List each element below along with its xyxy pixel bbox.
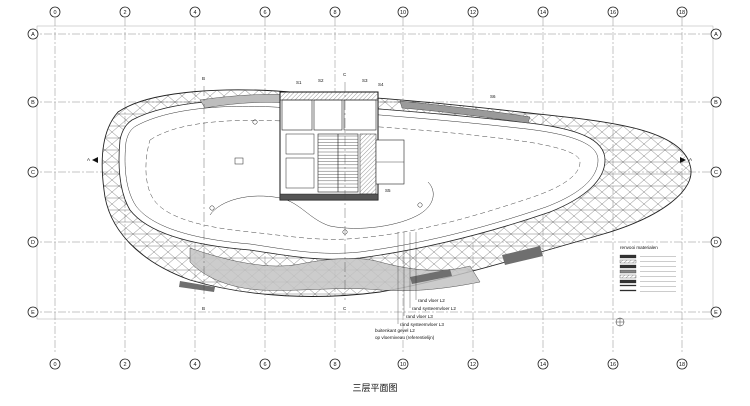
grid-column-label: 8 — [333, 10, 336, 16]
note-buitenkant-gevel: buitenkant gevel L2 — [375, 328, 415, 333]
note-rand-systeemvloer-l2: rand systeemvloer L2 — [412, 306, 456, 311]
grid-column-bubble: 18 — [676, 6, 688, 18]
grid-column-bubble: 16 — [607, 358, 619, 370]
grid-row-label: B — [714, 100, 718, 106]
grid-row-label: C — [714, 170, 718, 176]
grid-column-label: 4 — [193, 362, 196, 368]
grid-row-bubble: D — [27, 236, 39, 248]
grid-column-bubble: 2 — [119, 358, 131, 370]
svg-text:A: A — [87, 157, 90, 162]
grid-row-bubble: C — [710, 166, 722, 178]
grid-column-label: 18 — [679, 10, 685, 16]
grid-column-bubble: 0 — [49, 6, 61, 18]
grid-column-label: 0 — [53, 10, 56, 16]
grid-column-label: 10 — [400, 10, 406, 16]
grid-row-label: D — [714, 240, 718, 246]
grid-column-bubble: 4 — [189, 358, 201, 370]
grid-column-label: 12 — [470, 362, 476, 368]
stair-label: S2 — [318, 78, 324, 83]
grid-column-label: 14 — [540, 10, 546, 16]
grid-column-label: 10 — [400, 362, 406, 368]
grid-column-label: 6 — [263, 362, 266, 368]
legend-swatch — [619, 269, 637, 274]
grid-row-bubble: E — [27, 306, 39, 318]
grid-row-label: E — [31, 310, 35, 316]
grid-row-bubble: E — [710, 306, 722, 318]
section-marker-a: A A — [87, 157, 692, 163]
stair-label: S3 — [362, 78, 368, 83]
grid-column-bubble: 0 — [49, 358, 61, 370]
svg-text:B: B — [202, 76, 205, 81]
grid-row-label: C — [31, 170, 35, 176]
legend-swatch — [619, 254, 637, 259]
legend-swatch — [619, 279, 637, 284]
grid-column-bubble: 2 — [119, 6, 131, 18]
stair-label: S6 — [490, 94, 496, 99]
grid-column-label: 18 — [679, 362, 685, 368]
grid-row-bubble: D — [710, 236, 722, 248]
grid-column-bubble: 6 — [259, 358, 271, 370]
grid-column-bubble: 14 — [537, 358, 549, 370]
core-stair-block — [279, 91, 405, 201]
grid-row-bubble: A — [27, 28, 39, 40]
legend-swatch — [619, 284, 637, 287]
leader-notes: rand vloer L2 rand systeemvloer L2 rand … — [375, 232, 456, 340]
note-rand-vloer-l2: rand vloer L2 — [418, 298, 445, 303]
svg-text:B: B — [202, 306, 205, 311]
stair-label: S1 — [296, 80, 302, 85]
legend-title: renvooi materialen — [620, 245, 658, 250]
svg-text:A: A — [689, 157, 692, 162]
building-shell — [101, 89, 692, 297]
section-marker-c: C C — [343, 72, 347, 311]
drawing-caption: 三层平面图 — [352, 384, 398, 394]
grid-row-label: B — [31, 100, 35, 106]
grid-column-bubble: 12 — [467, 6, 479, 18]
legend-swatch — [619, 259, 637, 264]
grid-column-label: 2 — [123, 362, 126, 368]
grid-row-label: A — [714, 32, 718, 38]
note-referentielijn: op vloerniveau (referentielijn) — [375, 335, 435, 340]
grid-column-bubble: 10 — [397, 6, 409, 18]
grid-row-bubble: B — [710, 96, 722, 108]
grid-column-label: 2 — [123, 10, 126, 16]
grid-column-label: 6 — [263, 10, 266, 16]
grid-column-bubble: 16 — [607, 6, 619, 18]
grid-row-label: E — [714, 310, 718, 316]
grid-column-bubble: 6 — [259, 6, 271, 18]
grid-column-bubble: 8 — [329, 6, 341, 18]
svg-text:C: C — [343, 72, 347, 77]
grid-column-label: 0 — [53, 362, 56, 368]
section-marker-b: B B — [202, 76, 205, 311]
materials-legend: renvooi materialen — [619, 245, 676, 292]
legend-swatch — [619, 274, 637, 279]
grid-row-bubble: C — [27, 166, 39, 178]
grid-row-bubble: A — [710, 28, 722, 40]
grid-row-label: A — [31, 32, 35, 38]
stair-label: S4 — [378, 82, 384, 87]
legend-swatch — [619, 289, 637, 292]
grid-column-bubble: 8 — [329, 358, 341, 370]
grid-column-bubble: 10 — [397, 358, 409, 370]
grid-row-bubble: B — [27, 96, 39, 108]
stair-label: S5 — [385, 188, 391, 193]
north-symbol — [615, 317, 625, 327]
grid-column-label: 16 — [610, 362, 616, 368]
grid-column-bubble: 14 — [537, 6, 549, 18]
grid-column-label: 14 — [540, 362, 546, 368]
grid-column-bubble: 18 — [676, 358, 688, 370]
stair-labels: S1 S2 S3 S4 S5 S6 — [296, 78, 496, 193]
grid-column-bubble: 12 — [467, 358, 479, 370]
grid-column-bubble: 4 — [189, 6, 201, 18]
grid-column-label: 16 — [610, 10, 616, 16]
grid-row-label: D — [31, 240, 35, 246]
note-rand-systeemvloer-l3: rand systeemvloer L3 — [400, 322, 444, 327]
grid-column-label: 4 — [193, 10, 196, 16]
grid-column-label: 8 — [333, 362, 336, 368]
svg-text:C: C — [343, 306, 347, 311]
legend-swatch — [619, 264, 637, 269]
grid-column-label: 12 — [470, 10, 476, 16]
note-rand-vloer-l3: rand vloer L3 — [406, 314, 433, 319]
